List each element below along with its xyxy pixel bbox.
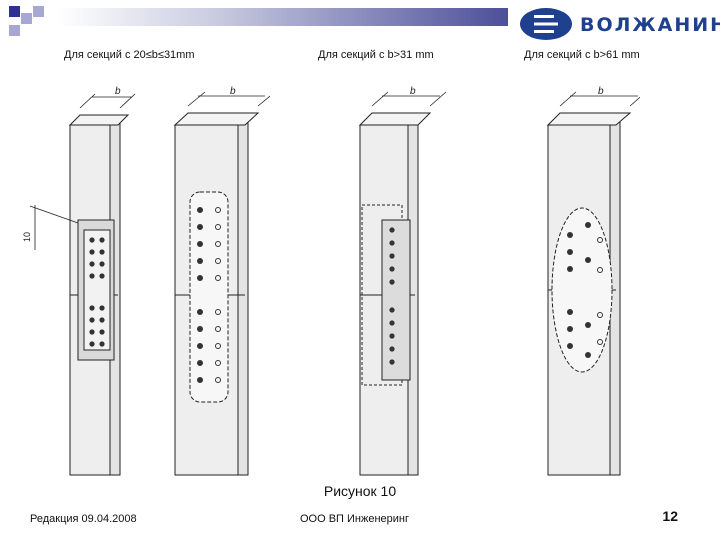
caption-section-large: Для секций с b>61 mm: [524, 49, 640, 61]
company-logo: В ВОЛЖАНИН: [518, 6, 720, 42]
caption-section-medium: Для секций с b>31 mm: [318, 49, 434, 61]
page-number: 12: [662, 508, 678, 524]
dimension-10-label: 10: [22, 232, 32, 242]
caption-section-small: Для секций с 20≤b≤31mm: [64, 49, 195, 61]
corner-squares-decoration: [9, 6, 44, 36]
logo-emblem-icon: В: [520, 8, 572, 40]
dimension-b-label: b: [598, 86, 604, 97]
footer-edition: Редакция 09.04.2008: [30, 513, 137, 525]
drawing-splice-medium: b: [173, 86, 270, 476]
drawing-splice-extra-wide: b: [546, 86, 640, 476]
header-gradient-bar: [58, 8, 508, 26]
figure-title: Рисунок 10: [323, 483, 397, 499]
dimension-b-label: b: [410, 86, 416, 97]
drawing-splice-wide: b: [358, 86, 447, 476]
logo-text: ВОЛЖАНИН: [580, 14, 720, 36]
dimension-b-label: b: [230, 86, 236, 97]
footer-company: ООО ВП Инженеринг: [300, 513, 410, 525]
drawing-splice-narrow: b 10: [22, 86, 136, 476]
dimension-b-label: b: [115, 86, 121, 97]
